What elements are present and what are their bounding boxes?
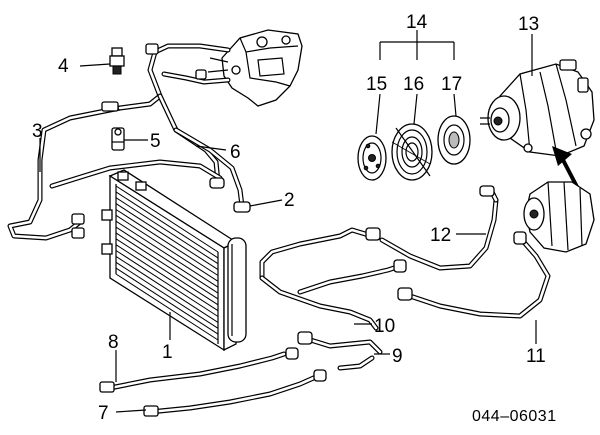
callout-14: 14 [406, 12, 428, 33]
condenser-fin [115, 191, 219, 259]
condenser-fin [115, 261, 219, 329]
condenser-fin [115, 209, 219, 276]
condenser-fin [115, 244, 219, 312]
callout-10: 10 [374, 316, 395, 337]
callout-1: 1 [162, 342, 173, 363]
pressure-switch [109, 47, 125, 75]
condenser-fin [115, 203, 219, 271]
callout-labels: 4 3 5 6 2 1 8 7 9 10 11 12 13 14 15 16 1… [32, 12, 546, 424]
condenser-fins [115, 185, 219, 341]
fittings [71, 43, 527, 417]
callout-12: 12 [430, 225, 451, 246]
callout-9: 9 [392, 346, 403, 367]
callout-7: 7 [98, 403, 109, 424]
condenser-fin [115, 185, 219, 253]
clamp-bracket [111, 127, 125, 151]
condenser-fin [115, 273, 219, 341]
callout-6: 6 [230, 142, 241, 163]
callout-15: 15 [366, 74, 387, 95]
callout-5: 5 [150, 131, 161, 152]
clutch-hub [357, 135, 387, 181]
pipes [7, 43, 551, 415]
callout-3: 3 [32, 121, 43, 142]
condenser-fin [115, 267, 219, 335]
condenser-fin [115, 226, 219, 294]
condenser [101, 169, 247, 352]
condenser-fin [115, 197, 219, 265]
engine-block [207, 29, 303, 107]
callout-4: 4 [58, 56, 69, 77]
part-code: 044–06031 [472, 408, 557, 425]
callout-17: 17 [441, 74, 462, 95]
callout-13: 13 [518, 14, 539, 35]
condenser-fin [115, 238, 219, 306]
callout-8: 8 [108, 332, 119, 353]
field-coil [437, 115, 471, 165]
compressor [480, 59, 595, 157]
pulley [391, 123, 433, 181]
compressor-small [523, 181, 595, 253]
condenser-fin [115, 250, 219, 317]
callout-16: 16 [403, 74, 424, 95]
leader-lines [39, 30, 537, 413]
condenser-fin [115, 220, 219, 288]
callout-2: 2 [284, 190, 295, 211]
condenser-fin [115, 255, 219, 323]
condenser-fin [115, 232, 219, 300]
condenser-fin [115, 214, 219, 282]
callout-11: 11 [526, 346, 546, 367]
